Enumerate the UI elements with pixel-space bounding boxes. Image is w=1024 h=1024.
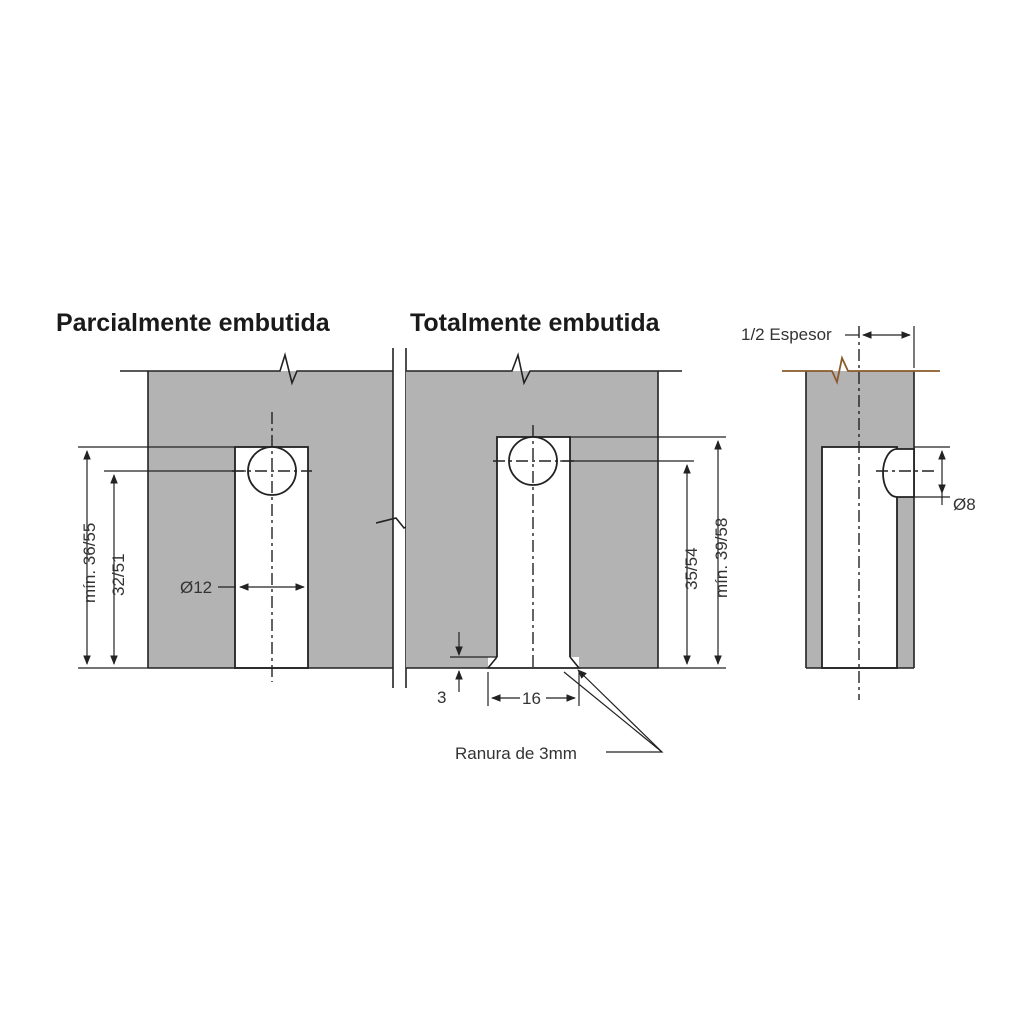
partial-panel: mín. 36/55 32/51 Ø12 (78, 352, 393, 682)
dim-label-16-bg (520, 686, 546, 706)
dim-label-35-54: 35/54 (682, 547, 701, 590)
dim-label-half-thickness: 1/2 Espesor (741, 325, 832, 344)
dim-label-min-36-55: mín. 36/55 (80, 523, 99, 603)
groove-leader-line (577, 669, 664, 753)
total-top-break-line (406, 352, 682, 386)
groove-leader-line-2 (563, 671, 663, 753)
title-partial: Parcialmente embutida (56, 309, 331, 337)
groove-label: Ranura de 3mm (455, 744, 577, 763)
break-gap (394, 505, 405, 531)
side-view-panel: 1/2 Espesor Ø8 (741, 325, 976, 700)
side-top-break-line (782, 355, 940, 385)
dim-label-dia12: Ø12 (180, 578, 212, 597)
dim-label-dia8: Ø8 (953, 495, 976, 514)
dim-label-min-39-58: mín. 39/58 (712, 518, 731, 598)
side-pin-hole (882, 448, 915, 498)
dim-label-16: 16 (522, 689, 541, 708)
title-total: Totalmente embutida (410, 309, 661, 337)
partial-top-break-line (120, 352, 393, 386)
dim-label-3: 3 (437, 688, 446, 707)
total-panel: 35/54 mín. 39/58 3 16 Ranura de 3mm (406, 352, 731, 763)
dim-label-32-51: 32/51 (109, 553, 128, 596)
